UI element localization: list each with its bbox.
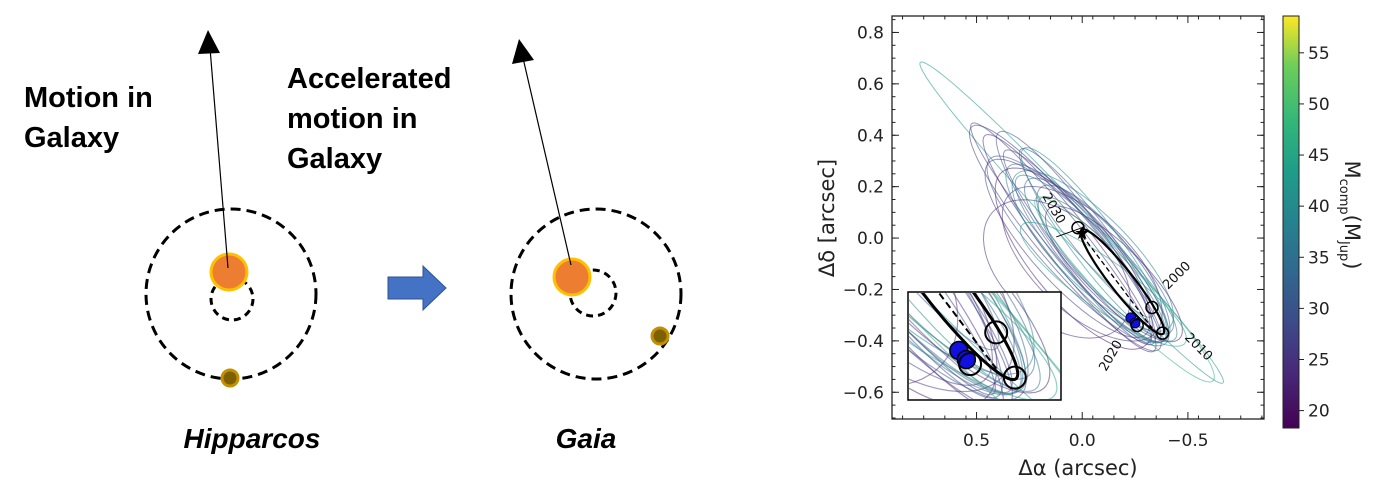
inset-orbit-sample xyxy=(909,293,1035,375)
inset-orbit-sample xyxy=(909,293,1036,380)
colorbar-label-main: M xyxy=(1340,161,1364,179)
orbit-sample xyxy=(919,61,1225,384)
orbit-sample xyxy=(968,124,1162,352)
x-tick-label: 0.5 xyxy=(963,431,990,451)
orbit-sample xyxy=(1011,170,1175,332)
y-tick-label: 0.0 xyxy=(857,229,884,249)
accelerated-label-line1: Accelerated xyxy=(287,63,451,95)
accelerated-label-line3: Galaxy xyxy=(287,143,382,175)
inset-epoch-marker-2010 xyxy=(1002,365,1027,390)
inset-orbit-sample xyxy=(909,293,1003,399)
epoch-marker-2010 xyxy=(1155,326,1170,340)
colorbar-tick-label: 55 xyxy=(1308,44,1330,64)
host-star xyxy=(552,257,592,297)
colorbar-label-unit: (M xyxy=(1340,215,1364,241)
hipparcos-label: Hipparcos xyxy=(184,423,321,454)
inset-epoch-marker-2000 xyxy=(984,320,1009,345)
colorbar-label-unit-sub: Jup xyxy=(1336,240,1351,261)
companion-orbit xyxy=(144,207,318,381)
hipparcos-system xyxy=(144,30,318,388)
orbit-sample xyxy=(1034,196,1215,383)
inset-content xyxy=(909,293,1060,399)
inset-dashed-line xyxy=(937,293,997,370)
motion-arrow-line xyxy=(522,57,572,266)
colorbar-tick-label: 25 xyxy=(1308,351,1330,371)
inset-orbit-sample xyxy=(916,293,1000,351)
colorbar-tick-label: 35 xyxy=(1308,248,1330,268)
inset-best-fit-orbit xyxy=(920,293,1020,382)
observation-point xyxy=(1129,317,1141,329)
y-tick-label: −0.6 xyxy=(843,383,884,403)
star-orbit xyxy=(568,268,618,318)
colorbar-tick-label: 20 xyxy=(1308,402,1330,422)
year-label-2000: 2000 xyxy=(1160,259,1194,293)
right-arrow-icon xyxy=(387,264,447,312)
epoch-labels: 2030 2000 2020 2010 xyxy=(1039,191,1216,375)
y-tick-label: 0.2 xyxy=(857,178,884,198)
colorbar-label: Mcomp(MJup) xyxy=(1336,161,1364,270)
inset-zoom xyxy=(907,291,1062,401)
orbit-sample xyxy=(984,158,1151,339)
dashed-line xyxy=(1081,235,1153,329)
inset-observation-point xyxy=(956,349,977,370)
best-fit-orbit-group: ★ xyxy=(1056,221,1170,340)
companion xyxy=(220,368,240,388)
colorbar-tick-label: 30 xyxy=(1308,299,1330,319)
colorbar-label-sub: comp xyxy=(1336,179,1351,215)
colorbar-tick-label: 50 xyxy=(1308,95,1330,115)
x-tick-label: −0.5 xyxy=(1167,431,1208,451)
accelerated-label: Accelerated motion in Galaxy xyxy=(287,63,451,175)
star-trail-line xyxy=(1056,226,1085,238)
epoch-marker-2030 xyxy=(1071,221,1085,235)
motion-label-line2: Galaxy xyxy=(24,122,119,154)
year-label-2020: 2020 xyxy=(1096,338,1126,374)
y-tick-label: −0.4 xyxy=(843,332,884,352)
colorbar-label-close: ) xyxy=(1340,261,1364,269)
motion-label: Motion in Galaxy xyxy=(24,82,153,154)
inset-orbit-sample xyxy=(909,293,1041,393)
best-fit-orbit xyxy=(1079,228,1166,336)
year-label-2010: 2010 xyxy=(1181,330,1215,364)
companion xyxy=(650,326,670,346)
orbit-sample xyxy=(982,133,1157,353)
orbit-sample xyxy=(1019,221,1187,347)
x-tick-label: 0.0 xyxy=(1069,431,1096,451)
inset-orbit-sample xyxy=(909,293,1051,394)
inset-orbit-sample xyxy=(909,293,1029,395)
y-tick-label: 0.8 xyxy=(857,23,884,43)
axes: 0.8 0.6 0.4 0.2 0.0 −0.2 −0.4 −0.6 0.5 0.0 −0.5 xyxy=(843,16,1264,451)
motion-arrowhead-icon xyxy=(198,30,220,54)
colorbar xyxy=(1282,15,1300,429)
orbit-sample xyxy=(970,122,1152,344)
gaia-system xyxy=(509,39,683,381)
y-tick-label: −0.2 xyxy=(843,280,884,300)
orbit-sample xyxy=(995,130,1156,346)
inset-orbit-sample xyxy=(909,293,1058,399)
gaia-label: Gaia xyxy=(556,423,617,454)
y-tick-label: 0.6 xyxy=(857,75,884,95)
companion-orbit xyxy=(509,207,683,381)
orbit-sample xyxy=(1044,205,1183,343)
colorbar-tick-label: 40 xyxy=(1308,197,1330,217)
x-axis-label: Δα (arcsec) xyxy=(1018,456,1137,480)
colorbar-tick-label: 45 xyxy=(1308,146,1330,166)
motion-arrowhead-icon xyxy=(512,39,534,64)
colorbar-ticks: 20 25 30 35 40 45 50 55 xyxy=(1299,44,1330,422)
motion-arrow-line xyxy=(209,47,229,269)
motion-label-line1: Motion in xyxy=(24,82,153,114)
y-tick-label: 0.4 xyxy=(857,126,884,146)
orbit-sample xyxy=(1037,196,1178,342)
plot-frame xyxy=(891,15,1265,420)
inset-epoch-marker-2020 xyxy=(958,352,983,377)
host-star xyxy=(209,252,249,292)
orbit-sample xyxy=(1018,147,1155,318)
accelerated-label-line2: motion in xyxy=(287,103,417,135)
inset-orbit-sample xyxy=(909,293,996,396)
inset-orbit-sample xyxy=(909,293,994,386)
y-axis-label: Δδ [arcsec] xyxy=(815,159,839,277)
epoch-marker-2000 xyxy=(1145,300,1159,315)
epoch-marker-2020 xyxy=(1130,318,1144,333)
